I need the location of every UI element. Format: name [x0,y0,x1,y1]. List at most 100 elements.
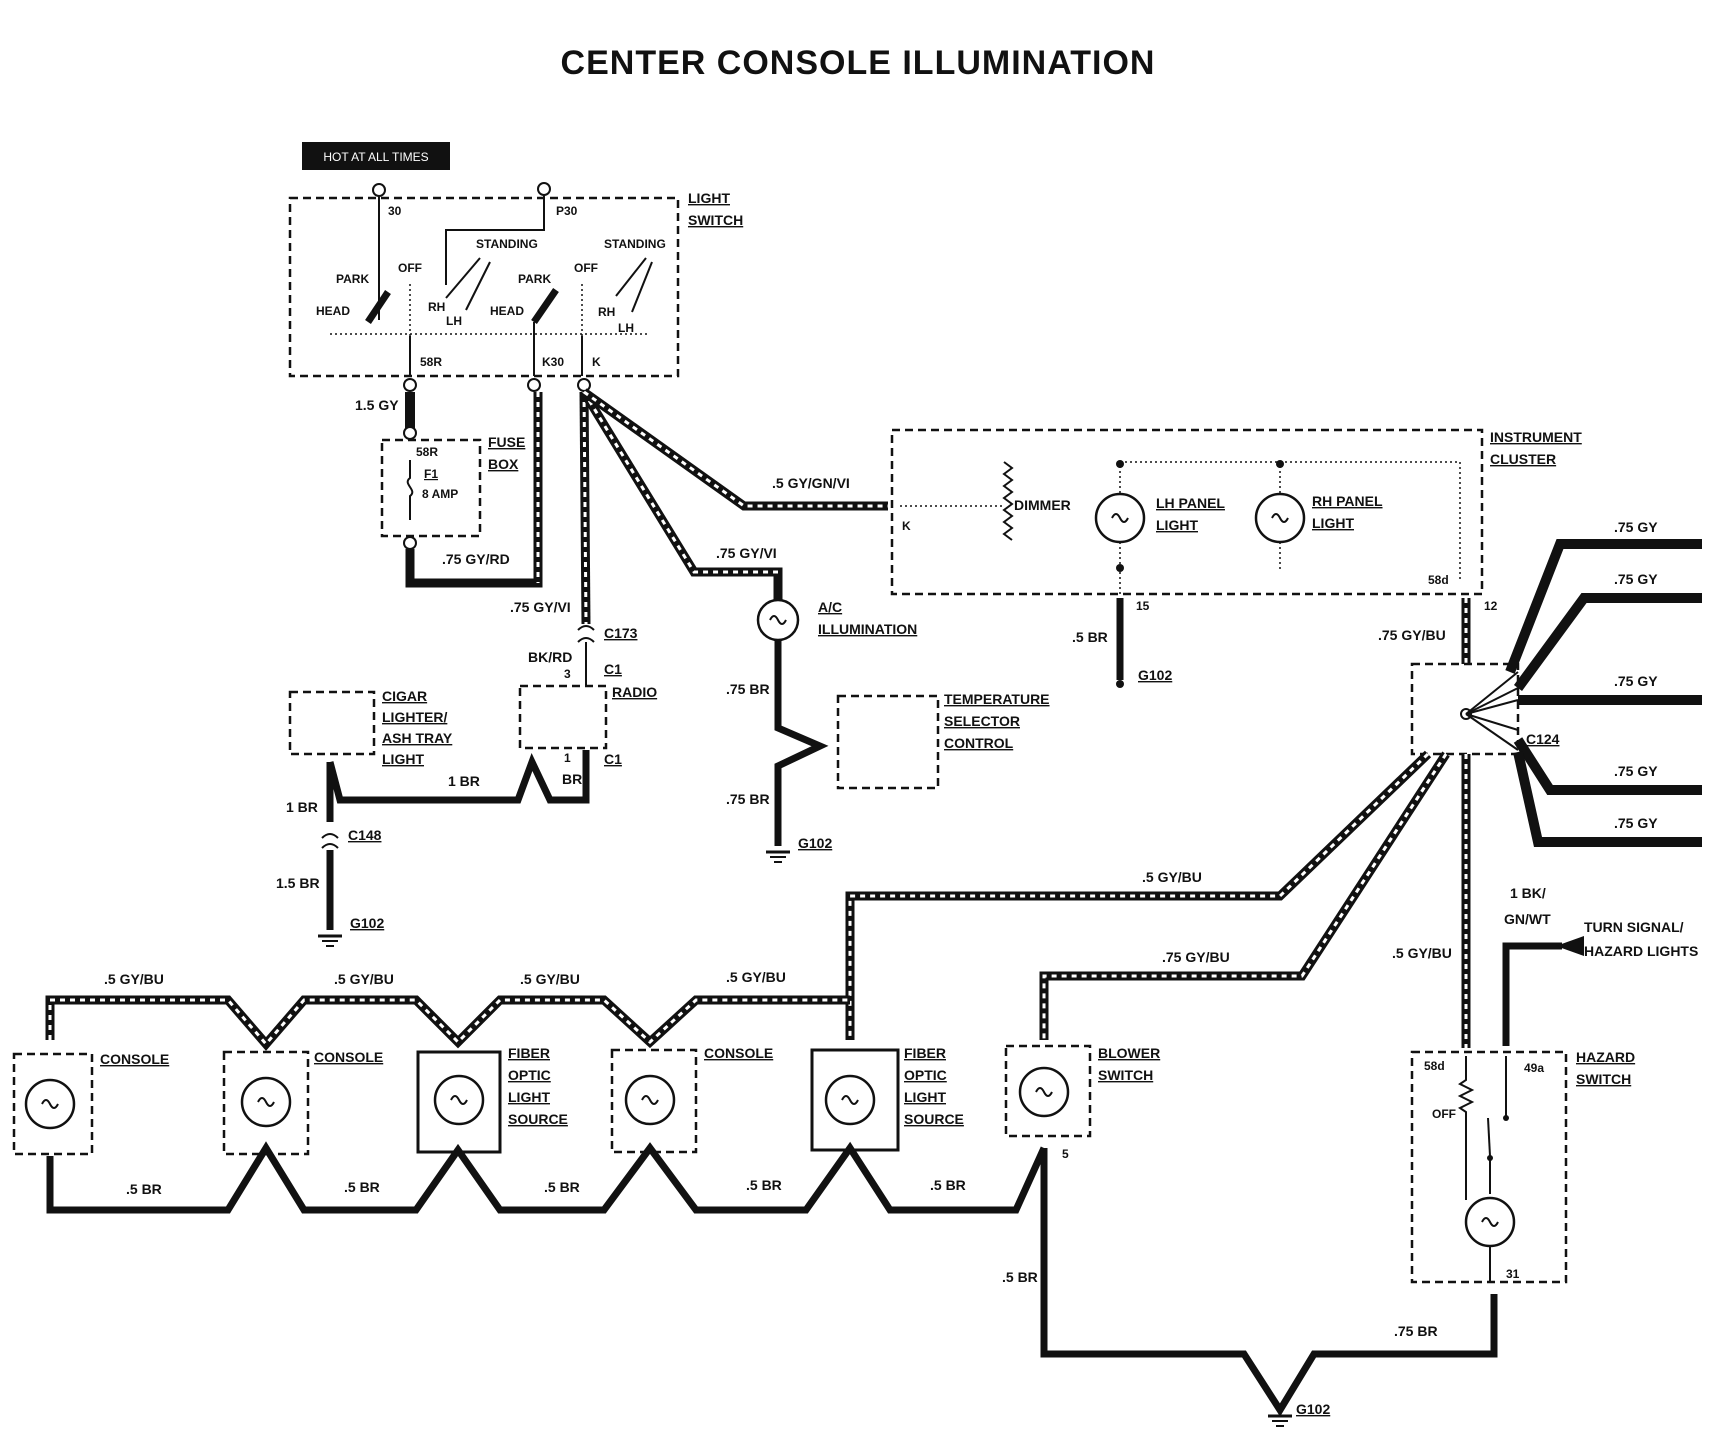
fiber-optic-light-source-1: FIBER OPTIC LIGHT SOURCE [416,1045,568,1154]
console-label-1: CONSOLE [100,1051,169,1067]
light-switch-label-1: LIGHT [688,190,730,206]
g102-ac: G102 [798,835,832,851]
off-left: OFF [398,261,422,275]
pin-58r: 58R [420,355,442,369]
fuse-f1: F1 [424,467,438,481]
wire-5-br-ground: .5 BR [1002,1269,1038,1285]
wire-5-br-1: .5 BR [126,1181,162,1197]
ac-illumination: A/C ILLUMINATION [756,598,917,642]
head-left: HEAD [316,304,350,318]
ac-label-1: A/C [818,599,842,615]
park-right: PARK [518,272,551,286]
pin-p30: P30 [556,204,578,218]
wire-75-br-hazard: .75 BR [1394,1323,1438,1339]
wire-75-gy-rd: .75 GY/RD [442,551,510,567]
fuse-box-label-1: FUSE [488,434,525,450]
console-light-3: CONSOLE [610,1045,773,1154]
wire-5-gy-bu-3: .5 GY/BU [520,971,580,987]
temp-label-2: SELECTOR [944,713,1020,729]
lh-right: LH [618,321,634,335]
cluster-label-1: INSTRUMENT [1490,429,1582,445]
temp-label-1: TEMPERATURE [944,691,1050,707]
cluster-pin-12: 12 [1484,599,1498,613]
ground-g102-cluster: G102 [1116,667,1172,688]
rh-panel-label-2: LIGHT [1312,515,1354,531]
wire-gn-wt: GN/WT [1504,911,1551,927]
ground-g102-main: G102 [1268,1401,1330,1427]
dimmer-label: DIMMER [1014,497,1071,513]
off-right: OFF [574,261,598,275]
page-title: CENTER CONSOLE ILLUMINATION [561,44,1156,82]
wire-75-gy-bu-blower: .75 GY/BU [1162,949,1230,965]
radio: C173 BK/RD 3 C1 RADIO 1 C1 BR [518,625,657,787]
fuse-rating: 8 AMP [422,487,458,501]
wire-75-gy-5: .75 GY [1614,815,1658,831]
ground-g102-cigar: G102 [318,915,384,947]
wire-5-br-5: .5 BR [930,1177,966,1193]
g102-cigar: G102 [350,915,384,931]
connector-c148-group: C148 [321,827,382,849]
fuse-pin: 58R [416,445,438,459]
pin-30: 30 [388,204,402,218]
blower-label-2: SWITCH [1098,1067,1153,1083]
hazard-pin-31: 31 [1506,1267,1520,1281]
wire-5-br-3: .5 BR [544,1179,580,1195]
wire-75-br-ac: .75 BR [726,681,770,697]
lh-left: LH [446,314,462,328]
radio-pin-3: 3 [564,667,571,681]
hazard-switch: HAZARD SWITCH 58d 49a OFF 31 [1410,1049,1635,1284]
wire-75-gy-3: .75 GY [1614,673,1658,689]
lh-panel-label-2: LIGHT [1156,517,1198,533]
connector-c148: C148 [348,827,382,843]
radio-pin-1: 1 [564,751,571,765]
wire-5-gy-bu-2: .5 GY/BU [334,971,394,987]
wire-5-br-cluster: .5 BR [1072,629,1108,645]
fiber2-label-1: FIBER [904,1045,946,1061]
blower-pin-5: 5 [1062,1147,1069,1161]
fiber2-label-3: LIGHT [904,1089,946,1105]
wire-5-br-4: .5 BR [746,1177,782,1193]
wire-5-gy-gn-vi: .5 GY/GN/VI [772,475,850,491]
park-left: PARK [336,272,369,286]
wire-75-gy-1: .75 GY [1614,519,1658,535]
hazard-pin-49a: 49a [1524,1061,1544,1075]
wire-5-gy-bu-1: .5 GY/BU [104,971,164,987]
connector-c124: C124 [1526,731,1560,747]
rh-panel-label-1: RH PANEL [1312,493,1383,509]
connector-c1-top: C1 [604,661,622,677]
hazard-pin-58d: 58d [1424,1059,1445,1073]
hazard-off: OFF [1432,1107,1456,1121]
blower-label-1: BLOWER [1098,1045,1160,1061]
ac-label-2: ILLUMINATION [818,621,917,637]
pin-k: K [592,355,601,369]
wire-75-br-ground: .75 BR [726,791,770,807]
wire-5-gy-bu-4: .5 GY/BU [726,969,786,985]
cigar-label-1: CIGAR [382,688,427,704]
console-label-3: CONSOLE [704,1045,773,1061]
rh-right: RH [598,305,615,319]
turn-signal-label-1: TURN SIGNAL/ [1584,919,1684,935]
rh-left: RH [428,300,445,314]
wire-1-5-br: 1.5 BR [276,875,320,891]
wire-br-radio: BR [562,771,582,787]
wire-5-gy-bu-hazard: .5 GY/BU [1392,945,1452,961]
fuse-box-label-2: BOX [488,456,519,472]
connector-c173: C173 [604,625,638,641]
standing-right: STANDING [604,237,666,251]
temp-label-3: CONTROL [944,735,1014,751]
wire-75-gy-vi-radio: .75 GY/VI [510,599,571,615]
light-switch-label-2: SWITCH [688,212,743,228]
fiber2-label-4: SOURCE [904,1111,964,1127]
hot-label: HOT AT ALL TIMES [323,150,428,164]
console-light-2: CONSOLE [222,1049,383,1156]
fiber1-label-3: LIGHT [508,1089,550,1105]
wire-1-bk: 1 BK/ [1510,885,1546,901]
cigar-lighter-light: CIGAR LIGHTER/ ASH TRAY LIGHT [288,688,453,767]
hazard-label-2: SWITCH [1576,1071,1631,1087]
wire-75-gy-bu-cluster: .75 GY/BU [1378,627,1446,643]
blower-switch: BLOWER SWITCH 5 [1004,1044,1160,1161]
cigar-label-3: ASH TRAY [382,730,453,746]
lh-panel-label-1: LH PANEL [1156,495,1225,511]
turn-signal-label-2: HAZARD LIGHTS [1584,943,1698,959]
